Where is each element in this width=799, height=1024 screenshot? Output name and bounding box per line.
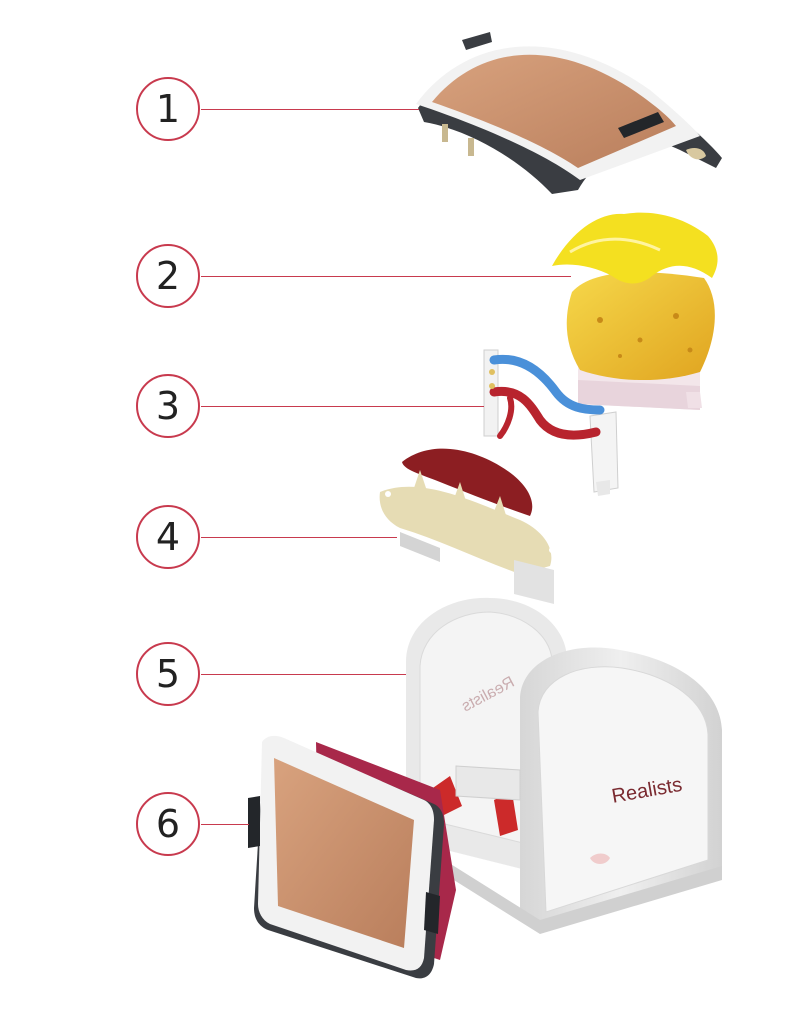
leader-line-6 bbox=[201, 824, 249, 825]
leader-line-2 bbox=[201, 276, 571, 277]
callout-number: 1 bbox=[155, 87, 181, 131]
callout-6: 6 bbox=[136, 792, 200, 856]
callout-number: 3 bbox=[155, 384, 181, 428]
callout-number: 4 bbox=[155, 515, 181, 559]
leader-line-1 bbox=[201, 109, 419, 110]
side-skin-pad bbox=[248, 735, 456, 979]
callout-4: 4 bbox=[136, 505, 200, 569]
callout-2: 2 bbox=[136, 244, 200, 308]
callout-3: 3 bbox=[136, 374, 200, 438]
callout-number: 6 bbox=[155, 802, 181, 846]
callout-number: 5 bbox=[155, 652, 181, 696]
skin-pad-cover bbox=[416, 32, 722, 195]
leader-line-4 bbox=[201, 537, 397, 538]
callout-number: 2 bbox=[155, 254, 181, 298]
leader-line-5 bbox=[201, 674, 406, 675]
vessel-insert bbox=[483, 349, 619, 496]
leader-line-3 bbox=[201, 406, 484, 407]
fat-tissue-layer bbox=[552, 212, 718, 410]
spine-vertebrae-insert bbox=[379, 448, 555, 604]
callout-1: 1 bbox=[136, 77, 200, 141]
base-frame bbox=[406, 597, 722, 934]
callout-5: 5 bbox=[136, 642, 200, 706]
